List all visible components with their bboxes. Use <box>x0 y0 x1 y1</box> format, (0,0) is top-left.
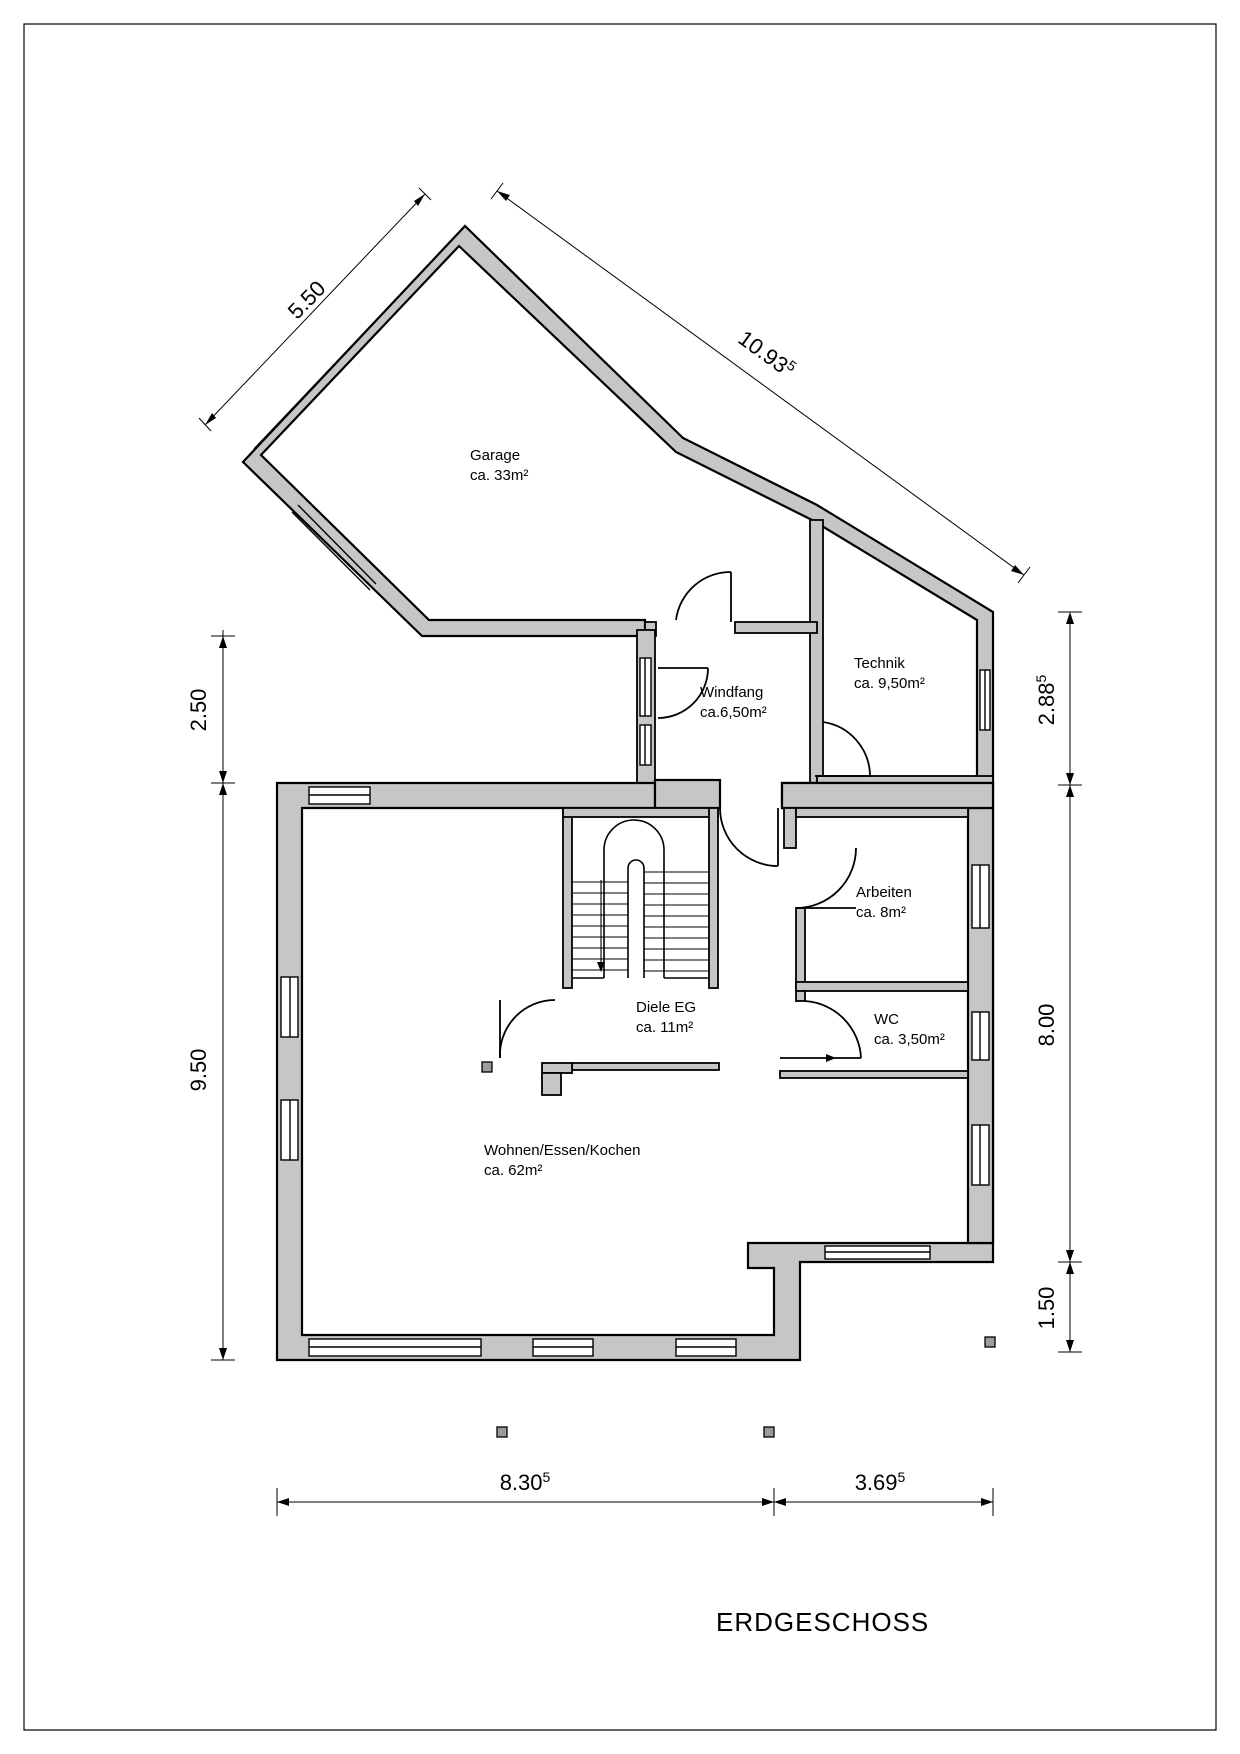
room-name-wohnen: Wohnen/Essen/Kochen <box>484 1142 641 1159</box>
technik-window <box>979 669 991 731</box>
arbeiten-north-wall <box>795 807 969 818</box>
dimension-right-lower: 1.50 <box>1034 1262 1082 1353</box>
diele-south-wall <box>571 1062 720 1071</box>
room-name-arbeiten: Arbeiten <box>856 884 912 901</box>
dimension-label: 8.305 <box>500 1469 551 1495</box>
stair-arrow <box>597 880 605 972</box>
wc-arrow <box>788 1054 836 1062</box>
east-window-arbeiten <box>971 864 990 929</box>
south-window-2 <box>532 1338 594 1357</box>
column-marker <box>496 1426 508 1438</box>
windfang-diele-door <box>719 807 779 867</box>
drawing-title: ERDGESCHOSS <box>716 1607 929 1637</box>
stair-west-wall <box>562 807 573 989</box>
garage-walls <box>241 224 995 787</box>
arbeiten-door <box>795 847 857 909</box>
room-area-wc: ca. 3,50m² <box>874 1031 945 1048</box>
room-area-arbeiten: ca. 8m² <box>856 904 906 921</box>
room-area-diele: ca. 11m² <box>636 1019 693 1036</box>
garage-window <box>253 239 460 456</box>
dimension-right-upper: 2.885 <box>1033 611 1082 786</box>
west-window-upper <box>280 976 299 1038</box>
south-window-1 <box>308 1338 482 1357</box>
room-name-windfang: Windfang <box>700 684 763 701</box>
north-wall-east <box>780 781 995 810</box>
dimension-label: 9.50 <box>186 1049 211 1092</box>
garage-side-window <box>291 504 377 591</box>
chimney <box>541 1072 562 1096</box>
room-area-technik: ca. 9,50m² <box>854 675 925 692</box>
dimension-left-main: 9.50 <box>186 783 235 1361</box>
east-window-living <box>971 1124 990 1186</box>
dimension-label: 3.695 <box>855 1469 906 1495</box>
dimension-right-middle: 8.00 <box>1034 785 1082 1263</box>
north-wall-center <box>653 778 722 810</box>
technik-west-wall <box>809 519 824 784</box>
southeast-window <box>824 1245 931 1260</box>
dimension-label: 2.50 <box>186 689 211 732</box>
room-name-technik: Technik <box>854 655 905 672</box>
dimension-bottom-right: 3.695 <box>774 1469 994 1516</box>
arbeiten-south-wall <box>795 981 969 992</box>
room-name-garage: Garage <box>470 447 520 464</box>
windfang-north-wall <box>734 621 818 634</box>
room-name-wc: WC <box>874 1011 899 1028</box>
windfang-window-upper <box>639 657 652 717</box>
dimension-label: 5.50 <box>283 276 331 324</box>
dimension-label: 8.00 <box>1034 1004 1059 1047</box>
windfang-window-lower <box>639 724 652 766</box>
dimension-label: 2.885 <box>1033 674 1059 725</box>
wc-south-wall <box>779 1070 969 1079</box>
room-name-diele: Diele EG <box>636 999 696 1016</box>
column-marker <box>763 1426 775 1438</box>
staircase <box>573 819 709 979</box>
arbeiten-west-wall-upper <box>783 807 797 849</box>
south-window-3 <box>675 1338 737 1357</box>
diele-south-wall-stub <box>541 1062 573 1074</box>
west-window-lower <box>280 1099 299 1161</box>
garage-door <box>675 571 732 622</box>
living-door <box>499 999 556 1059</box>
room-area-garage: ca. 33m² <box>470 467 528 484</box>
technik-door <box>815 721 871 777</box>
arbeiten-west-wall-lower <box>795 907 806 989</box>
wc-west-wall-stub <box>795 990 806 1002</box>
room-area-wohnen: ca. 62m² <box>484 1162 542 1179</box>
dimension-bottom-left: 8.305 <box>276 1469 775 1516</box>
east-window-wc <box>971 1011 990 1061</box>
stair-east-wall <box>708 807 719 989</box>
room-area-windfang: ca.6,50m² <box>700 704 767 721</box>
column-marker <box>481 1061 493 1073</box>
column-marker <box>984 1336 996 1348</box>
dimension-garage-side: 10.935 <box>490 182 1031 584</box>
stair-north-wall <box>562 807 719 818</box>
windfang-entry-door <box>657 667 709 719</box>
wc-door <box>780 1000 862 1059</box>
dimension-label: 10.935 <box>734 325 800 383</box>
sheet-border <box>23 23 1217 1731</box>
dimension-label: 1.50 <box>1034 1287 1059 1330</box>
north-window <box>308 786 371 805</box>
dimension-left-upper: 2.50 <box>186 630 235 784</box>
